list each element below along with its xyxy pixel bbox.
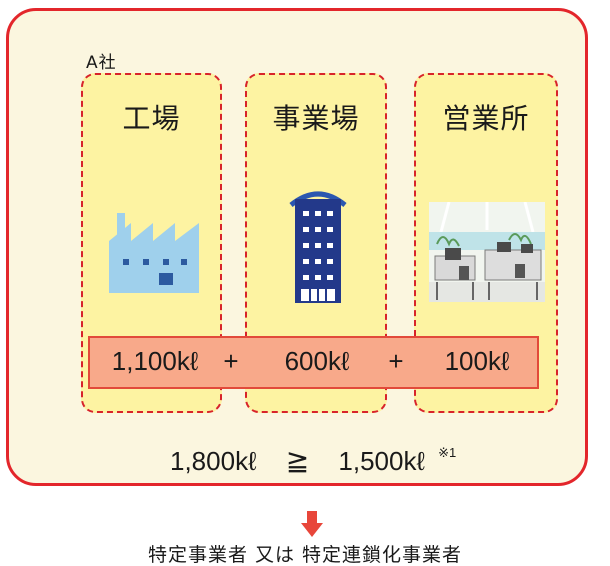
site-factory-name: 工場 <box>122 102 181 135</box>
factory-icon <box>109 213 199 293</box>
site-branch-name: 営業所 <box>442 102 530 135</box>
threshold-amount: 1,500kℓ <box>338 446 425 476</box>
office-interior-icon <box>429 202 545 302</box>
plus-sign: + <box>223 346 239 376</box>
totals-bar <box>88 336 539 389</box>
plus-sign: + <box>388 346 404 376</box>
total-amount: 1,800kℓ <box>170 446 257 476</box>
site-office-name: 事業場 <box>272 102 360 135</box>
down-arrow-icon <box>301 511 323 537</box>
branch-amount: 100kℓ <box>444 346 510 376</box>
footnote-mark: ※1 <box>438 445 457 460</box>
greater-or-equal-sign: ≧ <box>285 445 310 476</box>
result-label: 特定事業者 又は 特定連鎖化事業者 <box>147 544 463 566</box>
factory-amount: 1,100kℓ <box>111 346 199 376</box>
office-building-icon <box>289 191 347 303</box>
company-label: A社 <box>86 53 117 73</box>
office-amount: 600kℓ <box>284 346 350 376</box>
comparison-line: 1,800kℓ ≧ 1,500kℓ ※1 <box>170 443 456 479</box>
